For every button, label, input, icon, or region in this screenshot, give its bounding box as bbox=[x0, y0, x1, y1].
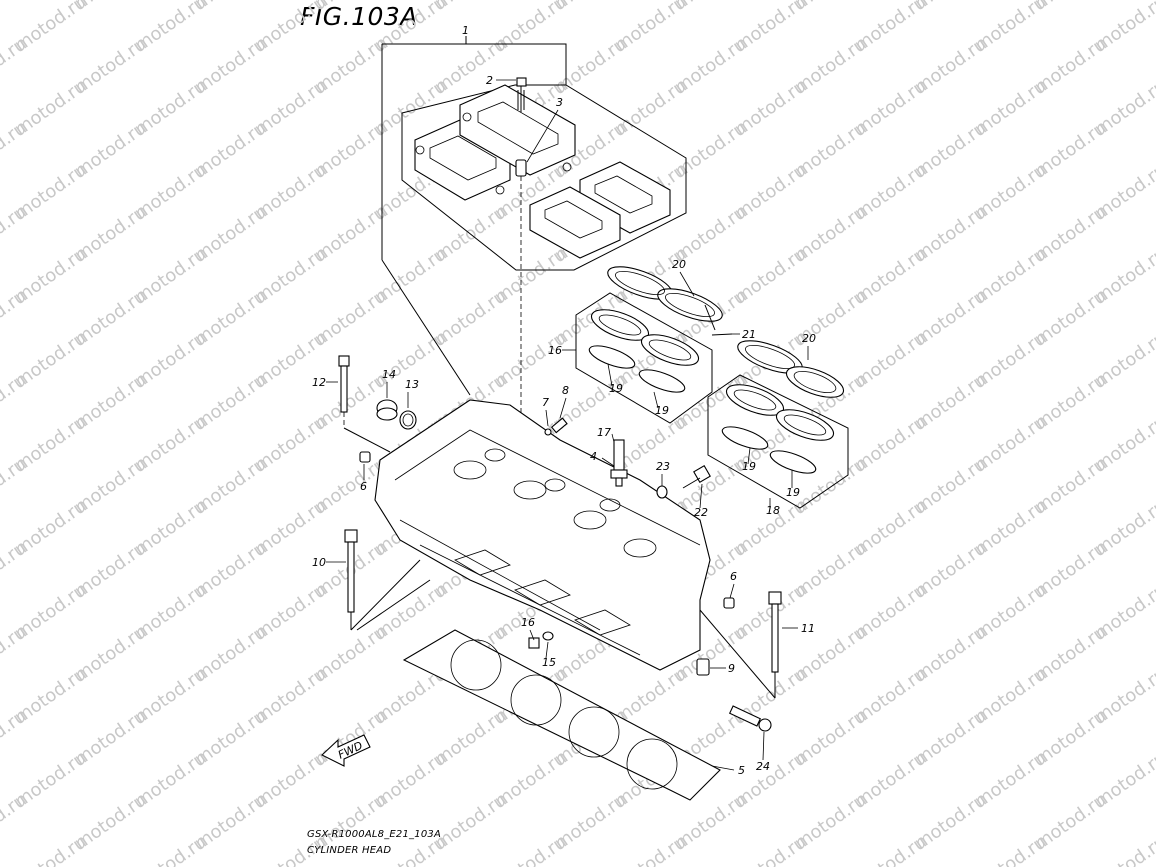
callout-leader-line bbox=[545, 409, 549, 427]
callout-leader-line bbox=[729, 583, 735, 599]
intake-pipe-group-lower bbox=[707, 340, 849, 509]
callout-leader-line bbox=[607, 363, 613, 387]
callout-number: 3 bbox=[556, 96, 563, 109]
callout-number: 23 bbox=[656, 460, 670, 473]
callout-number: 6 bbox=[730, 570, 737, 583]
callout-number: 15 bbox=[542, 656, 556, 669]
watermark-text: motod.ru bbox=[731, 832, 811, 867]
callout-leader-line bbox=[526, 109, 559, 163]
camshaft-journals bbox=[453, 448, 657, 558]
watermark-text: motod.ru bbox=[1091, 832, 1156, 867]
cylinder-head-gasket-5 bbox=[402, 629, 721, 801]
callout-number: 20 bbox=[802, 332, 816, 345]
plug-14-and-o-ring-13 bbox=[376, 399, 417, 430]
sensor-22 bbox=[656, 465, 711, 499]
callout-number: 2 bbox=[486, 74, 493, 87]
callout-number: 19 bbox=[609, 382, 623, 395]
callout-number: 16 bbox=[548, 344, 562, 357]
watermark-text: motod.ru bbox=[611, 832, 691, 867]
figure-title: FIG.103A bbox=[300, 2, 418, 31]
callout-number: 13 bbox=[405, 378, 419, 391]
callout-number: 14 bbox=[382, 368, 396, 381]
watermark-text: motod.ru bbox=[971, 832, 1051, 867]
callout-number: 9 bbox=[728, 662, 735, 675]
bolt-10 bbox=[344, 529, 431, 631]
callout-number: 19 bbox=[655, 404, 669, 417]
callout-leader-line bbox=[762, 731, 765, 761]
callout-number: 17 bbox=[597, 426, 611, 439]
callout-leader-line bbox=[653, 391, 659, 409]
callout-leader-line bbox=[679, 271, 695, 297]
bolt-11 bbox=[699, 591, 782, 699]
callout-leader-line bbox=[699, 483, 703, 509]
forward-direction-arrow: FWD bbox=[321, 734, 371, 767]
callout-number: 6 bbox=[360, 480, 367, 493]
callout-number: 16 bbox=[521, 616, 535, 629]
watermark-text: motod.ru bbox=[0, 0, 31, 14]
callout-number: 10 bbox=[312, 556, 326, 569]
fitting-8 bbox=[544, 417, 568, 436]
spark-plug-17 bbox=[610, 439, 628, 487]
callout-number: 12 bbox=[312, 376, 326, 389]
callout-leader-line bbox=[611, 433, 615, 443]
camshaft-holder-box bbox=[381, 36, 687, 396]
intake-pipe-group-upper bbox=[575, 266, 733, 424]
callout-number: 4 bbox=[590, 450, 597, 463]
callout-number: 5 bbox=[738, 764, 745, 777]
callout-number: 7 bbox=[542, 396, 549, 409]
watermark-text: motod.ru bbox=[851, 832, 931, 867]
watermark-text: motod.ru bbox=[131, 832, 211, 867]
callout-number: 24 bbox=[756, 760, 770, 773]
callout-number: 20 bbox=[672, 258, 686, 271]
callout-leader-line bbox=[711, 765, 735, 771]
dowel-9 bbox=[696, 658, 710, 676]
bolt-16 bbox=[528, 631, 554, 649]
cylinder-head-body bbox=[374, 399, 711, 671]
model-code: GSX-R1000AL8_E21_103A bbox=[307, 829, 441, 840]
exhaust-ports bbox=[454, 549, 631, 636]
bolt-12 bbox=[338, 355, 391, 453]
bolt-24 bbox=[728, 705, 772, 732]
watermark-text: motod.ru bbox=[491, 832, 571, 867]
callout-number: 22 bbox=[694, 506, 708, 519]
callout-number: 8 bbox=[562, 384, 569, 397]
callout-number: 11 bbox=[801, 622, 815, 635]
callout-number: 19 bbox=[786, 486, 800, 499]
callout-number: 21 bbox=[742, 328, 756, 341]
watermark-text: motod.ru bbox=[11, 832, 91, 867]
callout-leader-line bbox=[545, 641, 549, 659]
figure-caption: CYLINDER HEAD bbox=[307, 845, 392, 856]
camshaft-holder-group bbox=[414, 77, 671, 440]
callout-leader-line bbox=[747, 447, 751, 465]
callout-number: 18 bbox=[766, 504, 780, 517]
callout-number: 1 bbox=[462, 24, 469, 37]
callout-number: 19 bbox=[742, 460, 756, 473]
callout-leader-line bbox=[559, 397, 567, 419]
callout-leader-line bbox=[601, 457, 615, 467]
callout-leader-line bbox=[529, 629, 535, 641]
plug-6 bbox=[359, 451, 735, 609]
